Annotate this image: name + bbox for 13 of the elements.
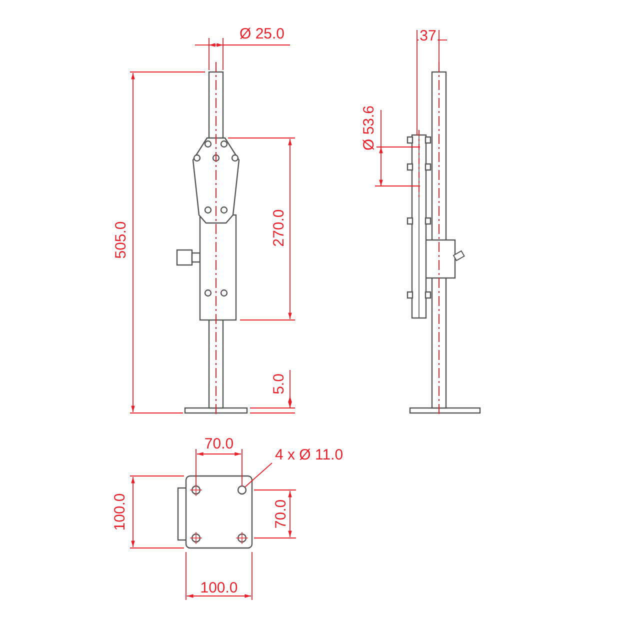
dimension-label: 70.0 (274, 498, 288, 530)
dimension-label: 37 (418, 28, 438, 44)
dimension-label: Ø 53.6 (362, 104, 376, 152)
dimension-label: 5.0 (272, 372, 286, 396)
dimension-label: 270.0 (272, 208, 286, 248)
callout-label: 4 x Ø 11.0 (274, 448, 344, 462)
dimension-label: 505.0 (114, 220, 128, 260)
bolt-hole (237, 485, 247, 495)
dimension-label: 70.0 (203, 436, 235, 452)
dimension-label: Ø 25.0 (238, 26, 286, 42)
dimension-label: 100.0 (199, 580, 239, 596)
dimension-label: 100.0 (112, 492, 128, 532)
leader-line (244, 462, 272, 488)
